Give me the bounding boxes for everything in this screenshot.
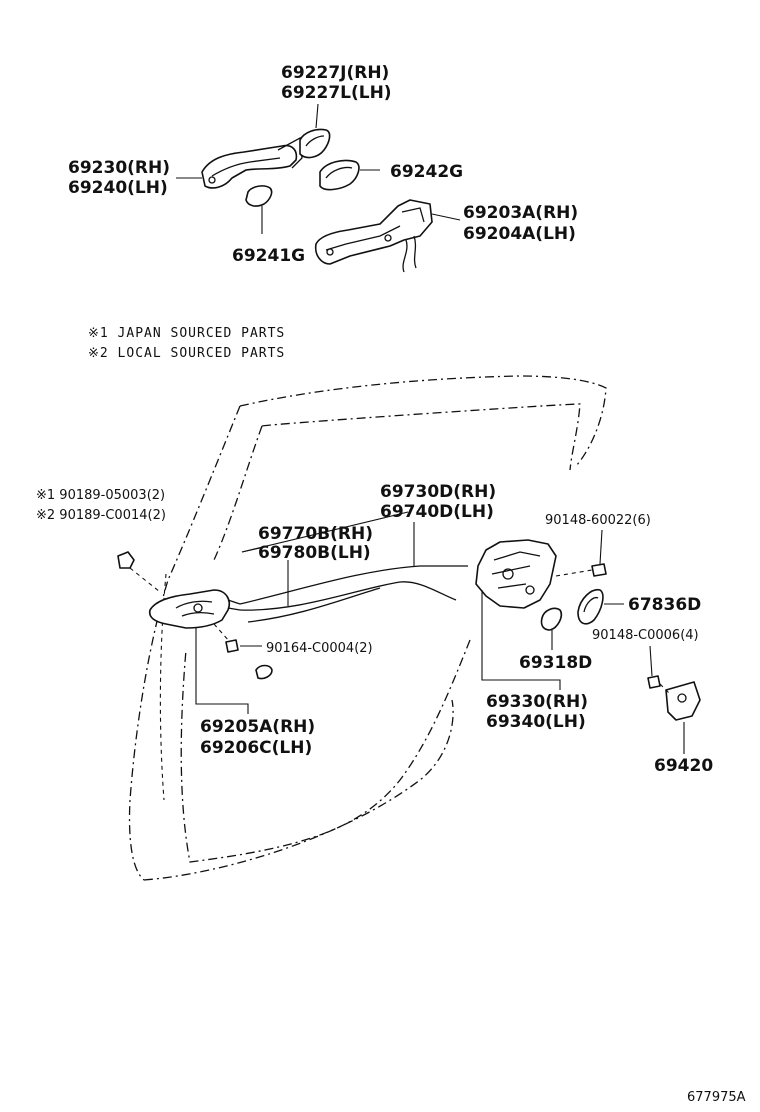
label-69740D: 69740D(LH) [380,502,494,522]
label-69770B: 69770B(RH) [258,524,373,544]
label-90148-60022: 90148-60022(6) [545,513,651,528]
label-69242G: 69242G [390,162,463,182]
inside-handle-part[interactable] [148,589,241,629]
label-67836D: 67836D [628,595,701,615]
label-69205A: 69205A(RH) [200,717,315,737]
outside-handle-part[interactable] [201,136,303,189]
cap-part[interactable] [255,664,273,680]
label-69240: 69240(LH) [68,178,168,198]
handle-cap-part[interactable] [299,128,331,159]
ring-part[interactable] [540,607,563,631]
handle-pad-part[interactable] [319,159,360,191]
label-69230: 69230(RH) [68,158,170,178]
screw-90164-part[interactable] [213,623,239,653]
label-69318D: 69318D [519,653,592,673]
seal-part[interactable] [577,588,604,625]
label-69227L: 69227L(LH) [281,83,392,103]
cable-part[interactable] [239,565,468,623]
label-90164-C0004: 90164-C0004(2) [266,641,373,656]
note-local-sourced: ※2 LOCAL SOURCED PARTS [88,346,285,361]
label-69206C: 69206C(LH) [200,738,312,758]
label-90189-05003: ※1 90189-05003(2) [36,488,165,503]
clip-part[interactable] [117,551,161,593]
label-69204A: 69204A(LH) [463,224,576,244]
label-69203A: 69203A(RH) [463,203,578,223]
small-pad-part[interactable] [245,185,273,207]
handle-frame-part[interactable] [314,199,433,273]
note-japan-sourced: ※1 JAPAN SOURCED PARTS [88,326,285,341]
door-outline [128,375,607,881]
label-69227J: 69227J(RH) [281,63,389,83]
label-69241G: 69241G [232,246,305,266]
label-90148-C0006: 90148-C0006(4) [592,628,699,643]
label-69780B: 69780B(LH) [258,543,371,563]
door-lock-part[interactable] [475,539,557,609]
label-69330: 69330(RH) [486,692,588,712]
label-69340: 69340(LH) [486,712,586,732]
screw-90148-60022-part[interactable] [555,563,607,577]
drawing-id: 677975A [687,1090,746,1105]
striker-part[interactable] [647,675,701,721]
label-90189-C0014: ※2 90189-C0014(2) [36,508,166,523]
label-69730D: 69730D(RH) [380,482,496,502]
label-69420: 69420 [654,756,713,776]
